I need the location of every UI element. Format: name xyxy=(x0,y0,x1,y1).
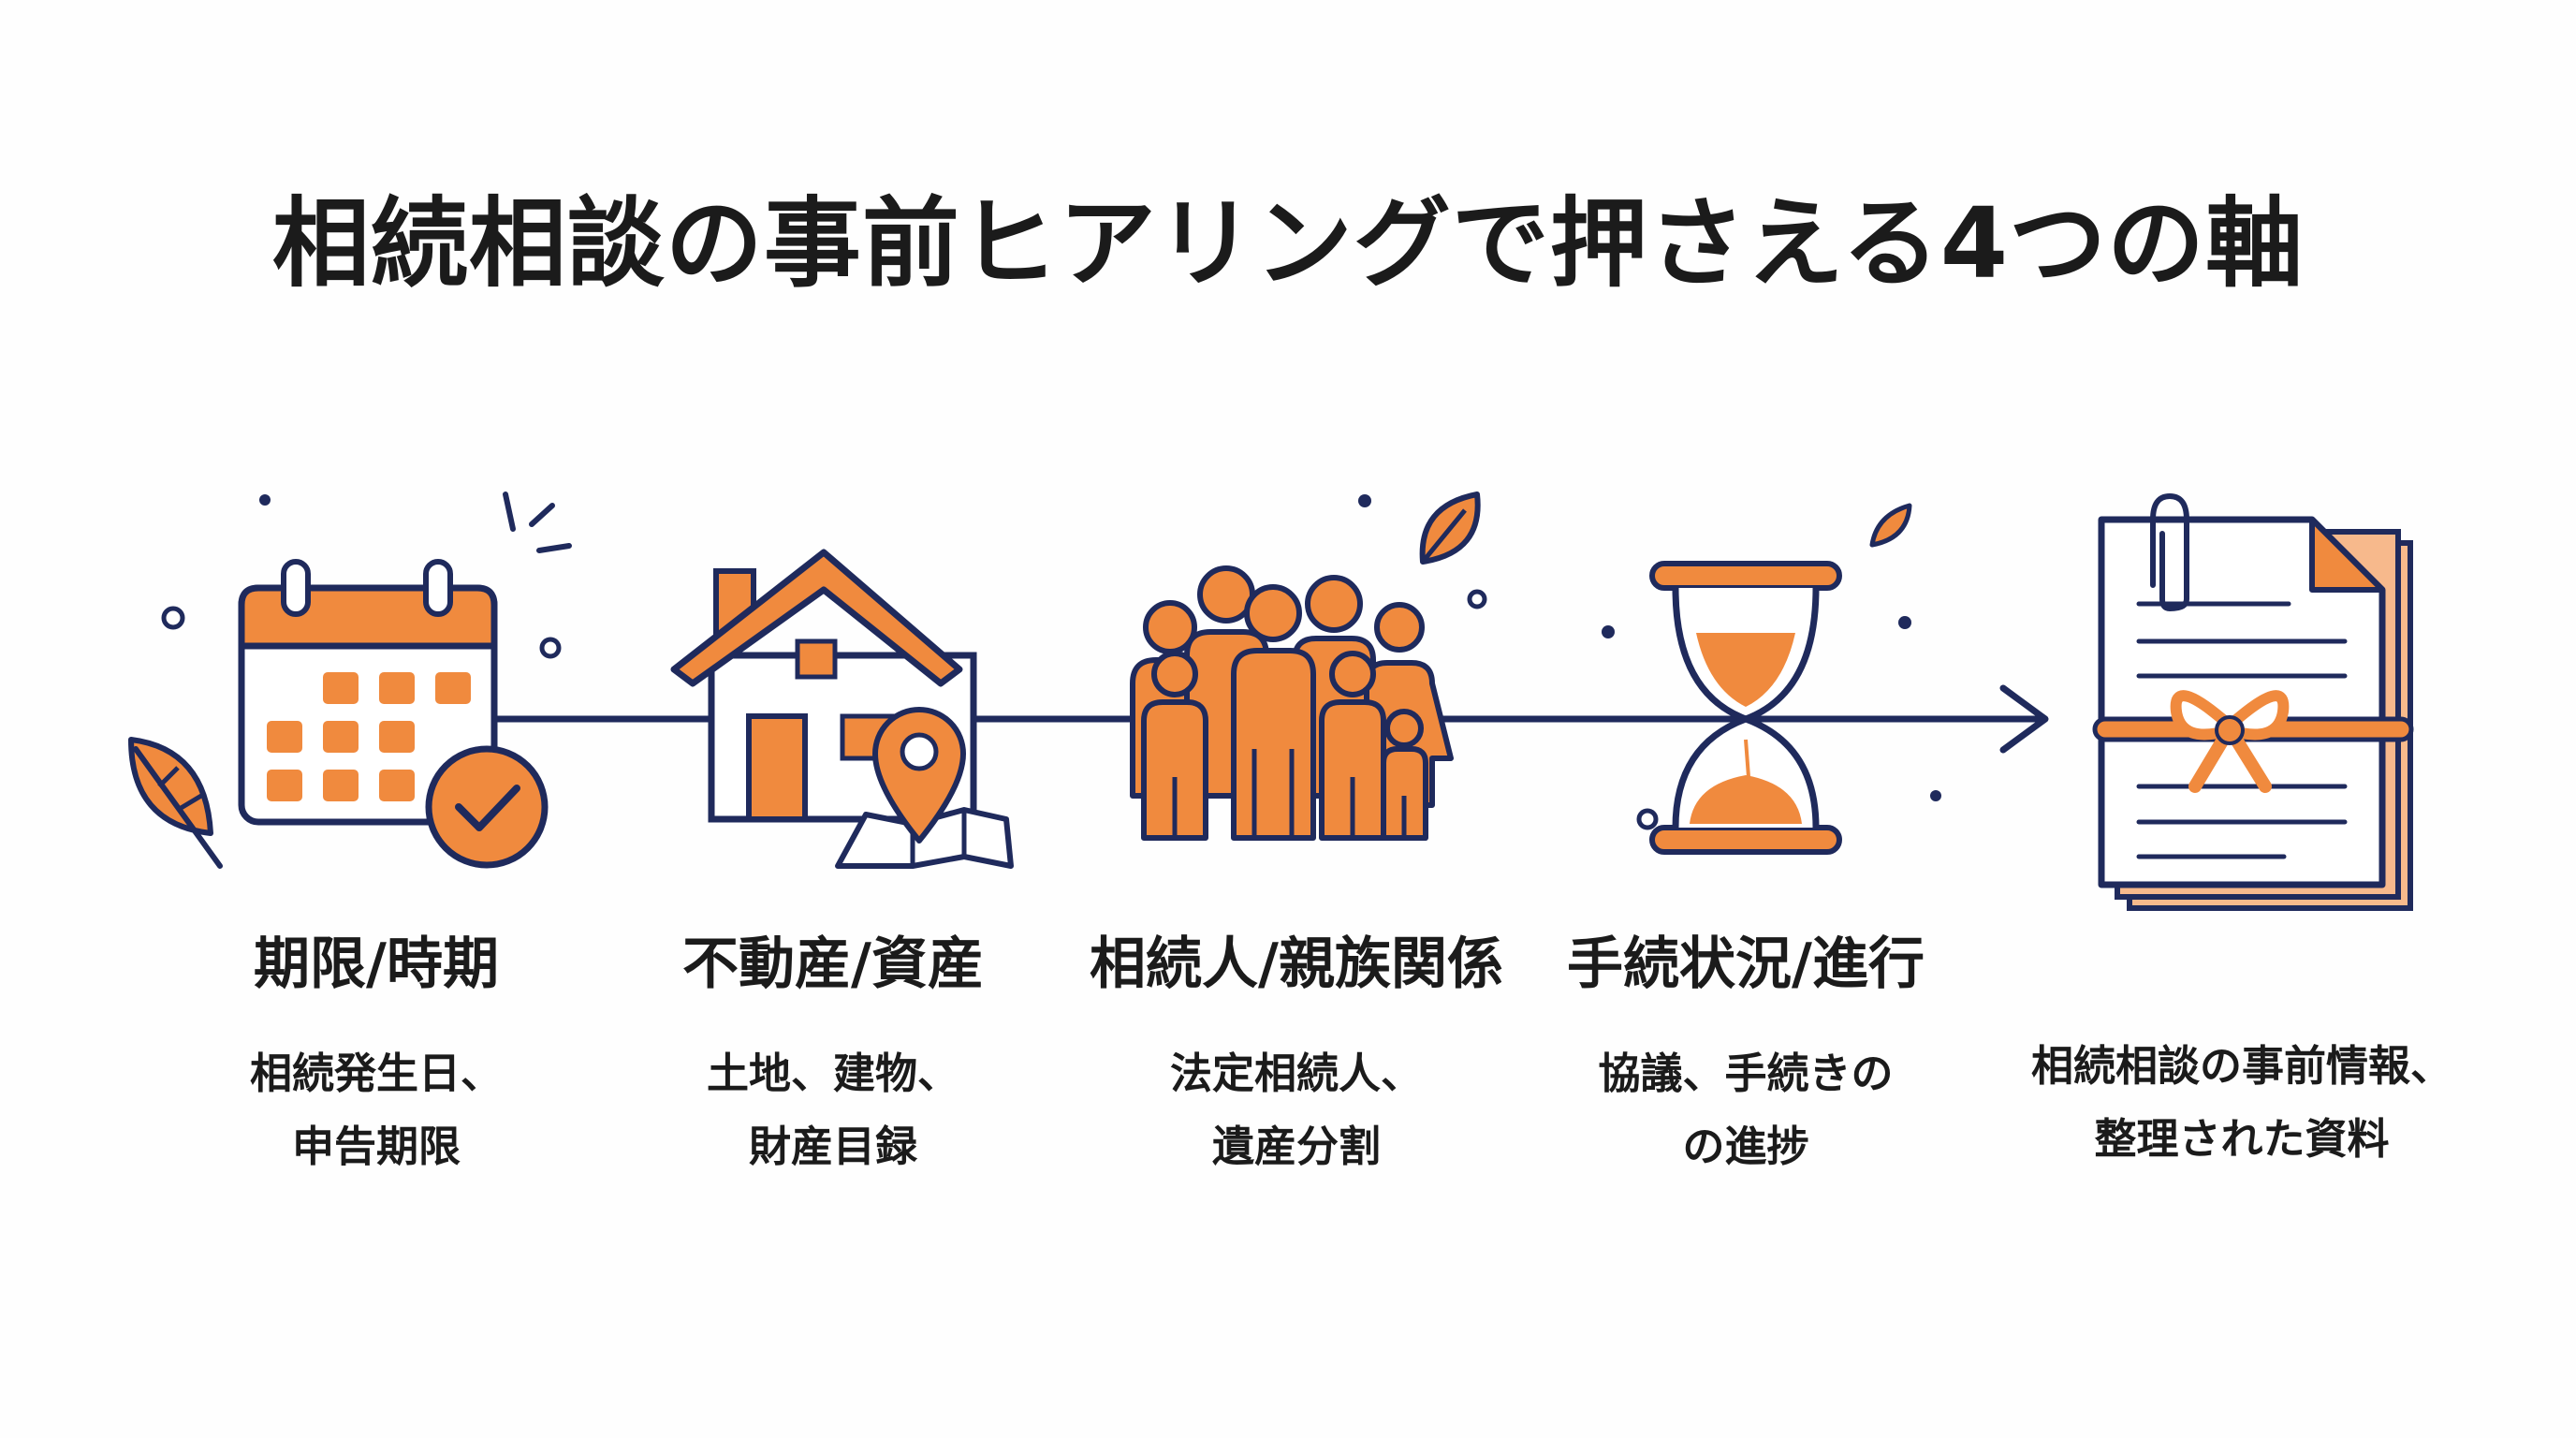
step-3-label: 相続人/親族関係 xyxy=(1090,932,1503,997)
step-2-label: 不動産/資産 xyxy=(682,932,984,997)
step-4-label: 手続状況/進行 xyxy=(1567,932,1925,997)
house-location-icon xyxy=(670,549,1014,869)
step-1-description: 相続発生日、 申告期限 xyxy=(249,1049,503,1171)
tied-documents-icon xyxy=(2092,492,2414,911)
step-4-description: 協議、手続きの の進捗 xyxy=(1598,1049,1894,1171)
step-1-label: 期限/時期 xyxy=(254,932,499,997)
calendar-check-icon xyxy=(128,492,572,869)
page-title: 相続相談の事前ヒアリングで押さえる4つの軸 xyxy=(271,186,2305,301)
result-description: 相続相談の事前情報、 整理された資料 xyxy=(2030,1041,2452,1164)
family-group-icon xyxy=(1130,492,1487,841)
step-2-description: 土地、建物、 財産目録 xyxy=(706,1049,959,1171)
hourglass-icon xyxy=(1602,503,1941,855)
step-3-description: 法定相続人、 遺産分割 xyxy=(1169,1049,1423,1171)
